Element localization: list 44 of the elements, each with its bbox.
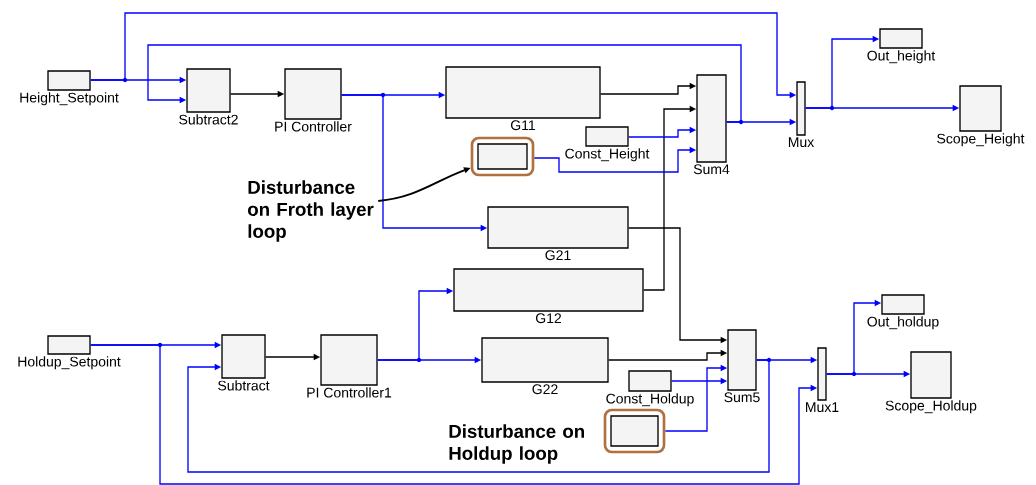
node-label: Mux	[788, 137, 815, 148]
subtract-block: Subtract	[218, 334, 270, 391]
disturbance-block	[603, 408, 666, 454]
controller-block: PI Controller	[275, 68, 352, 132]
node-label: PI Controller1	[307, 387, 392, 398]
node-label: Sum5	[724, 392, 760, 403]
constant-block: Const_Holdup	[606, 370, 694, 407]
node-label: Sum4	[693, 164, 730, 175]
setpoint-block: Holdup_Setpoint	[18, 335, 121, 370]
subtract-block: Subtract2	[179, 68, 238, 125]
node-label: Holdup_Setpoint	[18, 356, 121, 370]
output-port: Out_holdup	[867, 294, 939, 330]
sum-block: Sum5	[724, 329, 760, 403]
annotation-text: Disturbance on Froth layer loop	[248, 180, 374, 242]
node-label: Out_holdup	[867, 316, 939, 330]
scope-block: Scope_Height	[937, 85, 1025, 147]
node-label: Const_Holdup	[606, 393, 694, 407]
mux-block: Mux	[788, 81, 815, 148]
node-label: Subtract	[218, 380, 270, 391]
node-label: G21	[545, 250, 571, 261]
output-port: Out_height	[867, 28, 936, 64]
controller-block: PI Controller1	[307, 334, 392, 398]
annotation-text: Disturbance on Holdup loop	[449, 424, 584, 464]
node-label: G12	[535, 313, 562, 324]
node-label: Scope_Holdup	[885, 400, 977, 414]
sum-block: Sum4	[693, 74, 730, 175]
setpoint-block: Height_Setpoint	[20, 70, 119, 106]
node-label: G22	[532, 384, 558, 395]
node-label: Height_Setpoint	[20, 92, 119, 106]
transfer-function-block: G12	[453, 268, 644, 324]
transfer-function-block: G22	[481, 337, 609, 395]
node-label: G11	[511, 120, 536, 131]
node-label: PI Controller	[275, 121, 352, 132]
node-label: Subtract2	[179, 114, 238, 125]
node-label: Const_Height	[565, 148, 650, 162]
disturbance-block	[470, 136, 535, 177]
mux-block: Mux1	[806, 347, 839, 413]
node-label: Mux1	[806, 402, 839, 413]
node-label: Scope_Height	[937, 133, 1025, 147]
scope-block: Scope_Holdup	[885, 351, 977, 414]
transfer-function-block: G21	[487, 206, 629, 261]
signal-line	[147, 44, 742, 123]
node-label: Out_height	[867, 50, 936, 64]
signal-line	[187, 359, 770, 473]
